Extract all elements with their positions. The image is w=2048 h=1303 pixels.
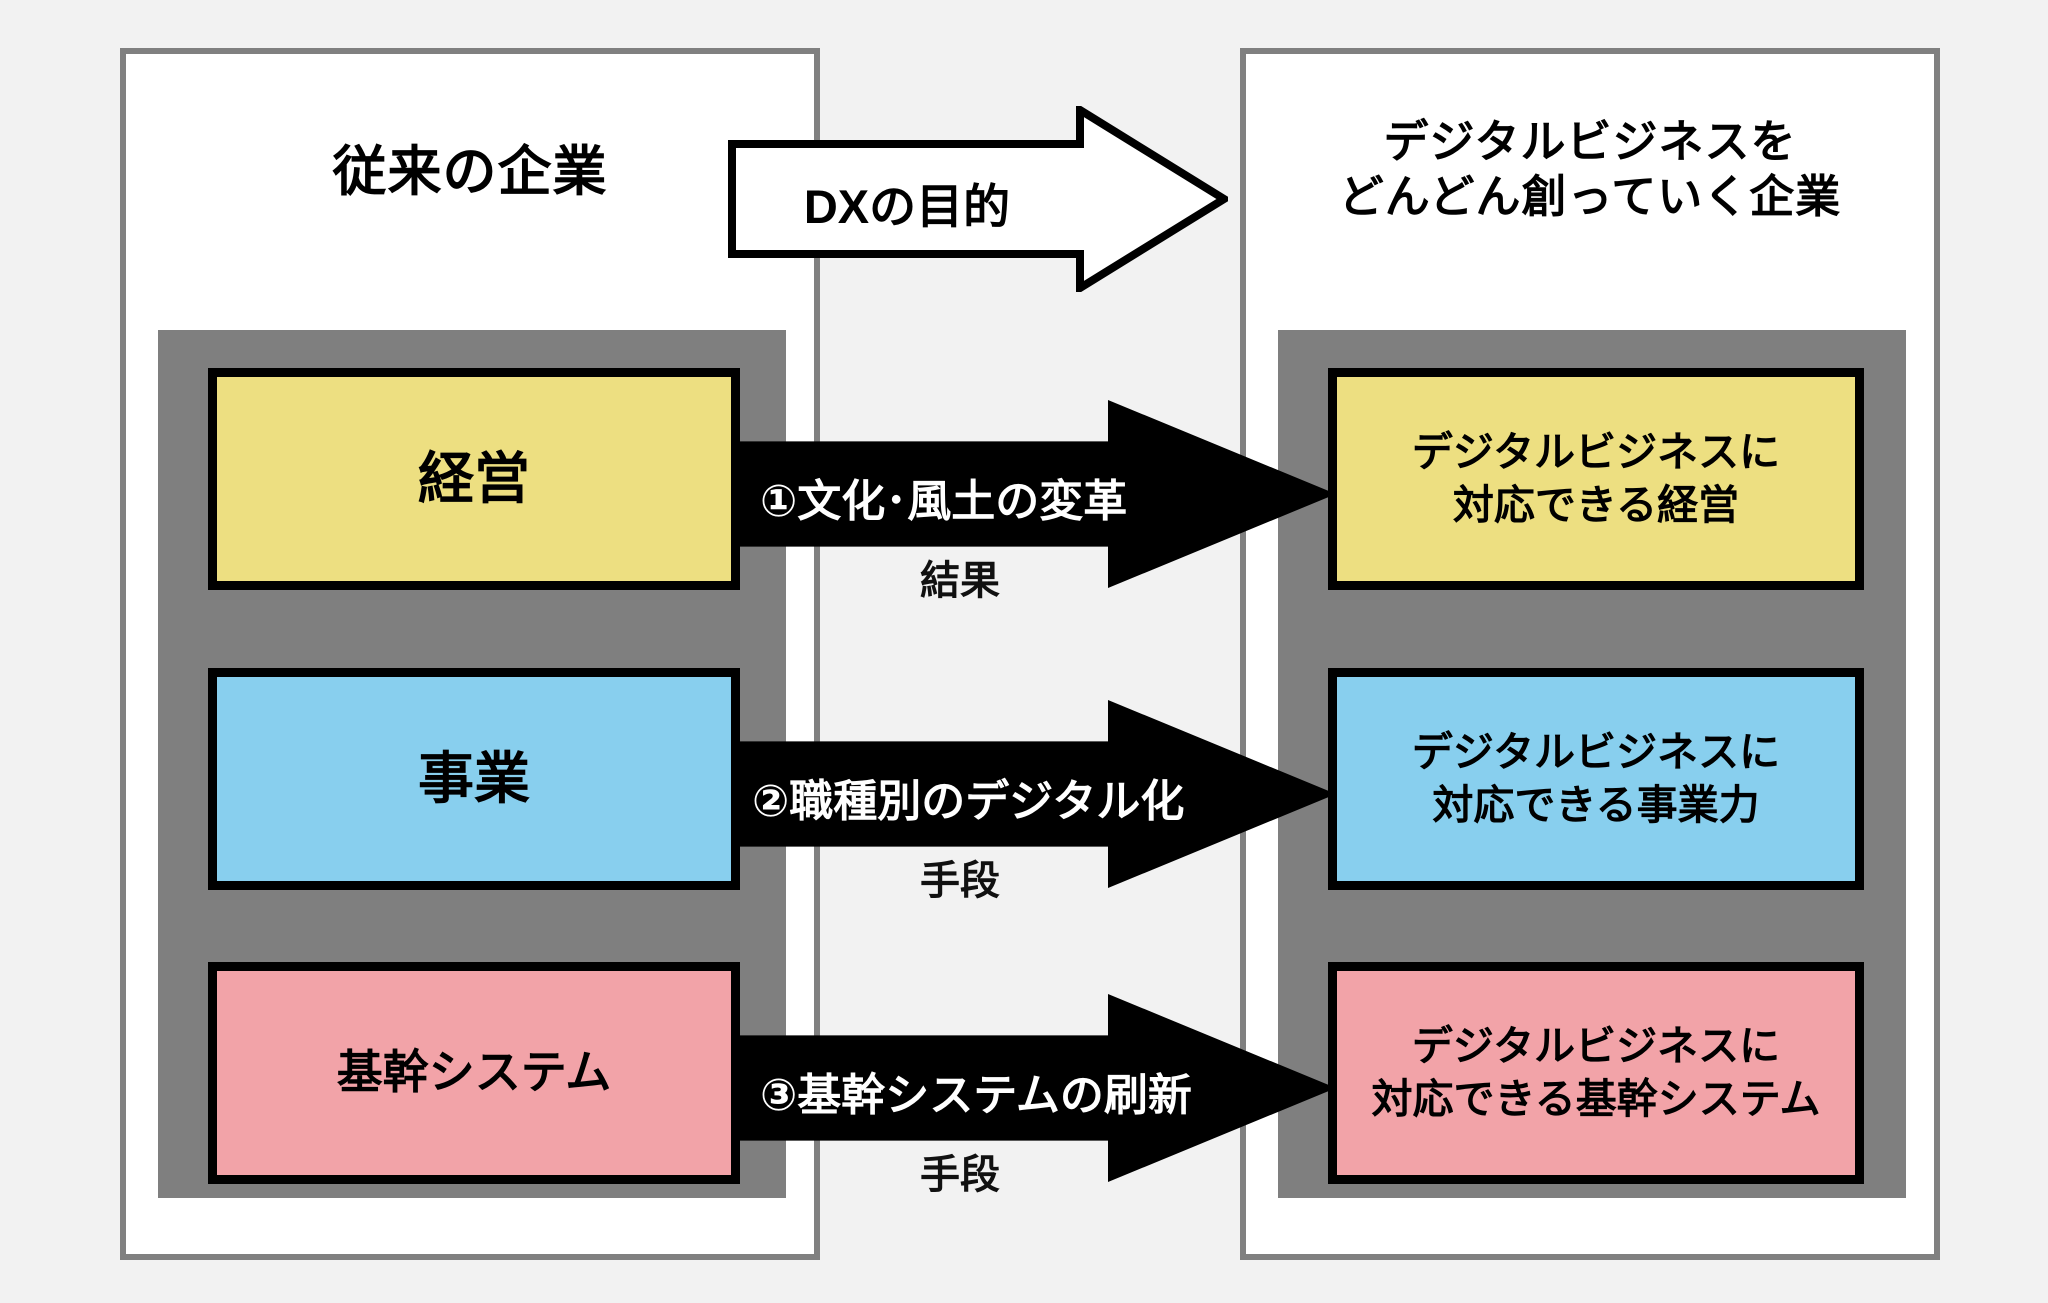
right-box-business-line2: 対応できる事業力 bbox=[1432, 782, 1760, 828]
right-box-management-line2: 対応できる経営 bbox=[1452, 482, 1740, 528]
arrow-label-1: ①文化･風土の変革 bbox=[760, 477, 1128, 526]
panel-title-right: デジタルビジネスを どんどん創っていく企業 bbox=[1260, 115, 1920, 225]
right-box-business-line1: デジタルビジネスに bbox=[1411, 728, 1781, 775]
arrow-sublabel-3: 手段 bbox=[920, 1153, 1000, 1197]
left-box-core-system-label: 基幹システム bbox=[336, 1046, 612, 1099]
dx-purpose-arrow-icon bbox=[728, 106, 1228, 292]
panel-title-left: 従来の企業 bbox=[332, 142, 608, 202]
right-box-core-system[interactable]: デジタルビジネスに 対応できる基幹システム bbox=[1328, 962, 1864, 1184]
left-box-management-label: 経営 bbox=[418, 446, 530, 510]
left-box-business-label: 事業 bbox=[418, 746, 530, 810]
right-box-management-label: デジタルビジネスに 対応できる経営 bbox=[1412, 426, 1780, 533]
panel-title-right-line1: デジタルビジネスを bbox=[1383, 116, 1797, 167]
left-box-business[interactable]: 事業 bbox=[208, 668, 740, 890]
arrow-sublabel-1: 結果 bbox=[920, 559, 1000, 603]
left-box-management[interactable]: 経営 bbox=[208, 368, 740, 590]
right-box-core-system-label: デジタルビジネスに 対応できる基幹システム bbox=[1372, 1020, 1821, 1127]
right-box-management-line1: デジタルビジネスに bbox=[1411, 428, 1781, 475]
arrow-label-2: ②職種別のデジタル化 bbox=[752, 777, 1185, 826]
panel-title-right-line2: どんどん創っていく企業 bbox=[1338, 170, 1842, 222]
right-box-management[interactable]: デジタルビジネスに 対応できる経営 bbox=[1328, 368, 1864, 590]
arrow-sublabel-2: 手段 bbox=[920, 859, 1000, 903]
right-box-core-system-line1: デジタルビジネスに bbox=[1411, 1022, 1781, 1069]
right-box-core-system-line2: 対応できる基幹システム bbox=[1371, 1076, 1821, 1122]
right-box-business-label: デジタルビジネスに 対応できる事業力 bbox=[1412, 726, 1780, 833]
right-box-business[interactable]: デジタルビジネスに 対応できる事業力 bbox=[1328, 668, 1864, 890]
dx-purpose-arrow-label: DXの目的 bbox=[803, 180, 1011, 233]
left-box-core-system[interactable]: 基幹システム bbox=[208, 962, 740, 1184]
arrow-label-3: ③基幹システムの刷新 bbox=[760, 1071, 1192, 1120]
